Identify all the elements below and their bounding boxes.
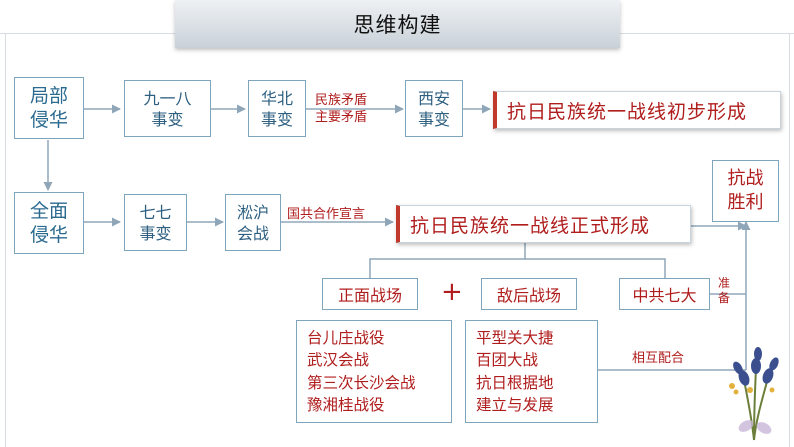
xian-event-box: 西安事变 (405, 80, 463, 137)
list-item: 平型关大捷 (476, 328, 554, 347)
xian-line1: 西安 (417, 88, 450, 108)
local-invasion-line2: 侵华 (29, 109, 68, 131)
event-918-line2: 事变 (151, 109, 184, 129)
victory-box: 抗战胜利 (712, 160, 779, 222)
songhu-line2: 会战 (236, 223, 269, 243)
victory-line2: 胜利 (727, 192, 764, 213)
conflict-note-line2: 主要矛盾 (315, 110, 368, 125)
list-item: 第三次长沙会战 (307, 373, 416, 392)
enemy-rear-battlefield-box: 敌后战场 (481, 278, 577, 310)
event-918-line1: 九一八 (143, 88, 192, 108)
local-invasion-box: 局部侵华 (14, 77, 84, 139)
kmt-ccp-declaration-note: 国共合作宣言 (287, 207, 366, 222)
event-77-box: 七七事变 (124, 194, 187, 251)
north-china-line2: 事变 (260, 109, 293, 129)
list-item: 台儿庄战役 (307, 328, 385, 347)
flower-decoration-icon (729, 347, 779, 441)
local-invasion-line1: 局部 (29, 85, 68, 107)
full-invasion-box: 全面侵华 (14, 192, 84, 254)
cooperate-note: 相互配合 (632, 351, 685, 366)
united-front-initial-box: 抗日民族统一战线初步形成 (493, 91, 781, 129)
plus-sign: + (441, 277, 463, 307)
list-item: 百团大战 (476, 351, 539, 369)
prepare-note-line1: 准 (718, 276, 731, 290)
prepare-note-line2: 备 (718, 291, 731, 305)
page-title: 思维构建 (175, 0, 620, 48)
list-item: 建立与发展 (476, 396, 554, 414)
songhu-line1: 淞沪 (236, 202, 269, 222)
frontal-battles-list: 台儿庄战役 武汉会战 第三次长沙会战 豫湘桂战役 (296, 320, 452, 423)
full-invasion-line1: 全面 (29, 200, 68, 222)
list-item: 豫湘桂战役 (307, 396, 385, 414)
event-918-box: 九一八事变 (124, 80, 211, 137)
enemy-rear-battles-list: 平型关大捷 百团大战 抗日根据地 建立与发展 (465, 320, 598, 423)
event-77-line2: 事变 (139, 223, 172, 243)
songhu-battle-box: 淞沪会战 (225, 194, 281, 251)
conflict-note-line1: 民族矛盾 (315, 93, 368, 108)
bracket-fronts (369, 258, 666, 278)
conflict-note: 民族矛盾 主要矛盾 (315, 92, 367, 126)
victory-line1: 抗战 (727, 168, 764, 189)
frame-line-right (789, 33, 790, 447)
list-item: 武汉会战 (307, 351, 370, 369)
list-item: 抗日根据地 (476, 373, 554, 392)
ccp-seventh-congress-box: 中共七大 (619, 278, 710, 310)
event-77-line1: 七七 (139, 202, 172, 222)
xian-line2: 事变 (417, 109, 450, 129)
prepare-note: 准 备 (718, 276, 730, 306)
frontal-battlefield-box: 正面战场 (322, 278, 418, 310)
frame-line-left (5, 33, 6, 447)
north-china-event-box: 华北事变 (248, 80, 306, 137)
united-front-formal-box: 抗日民族统一战线正式形成 (396, 205, 691, 243)
full-invasion-line2: 侵华 (29, 224, 68, 246)
north-china-line1: 华北 (260, 88, 293, 108)
